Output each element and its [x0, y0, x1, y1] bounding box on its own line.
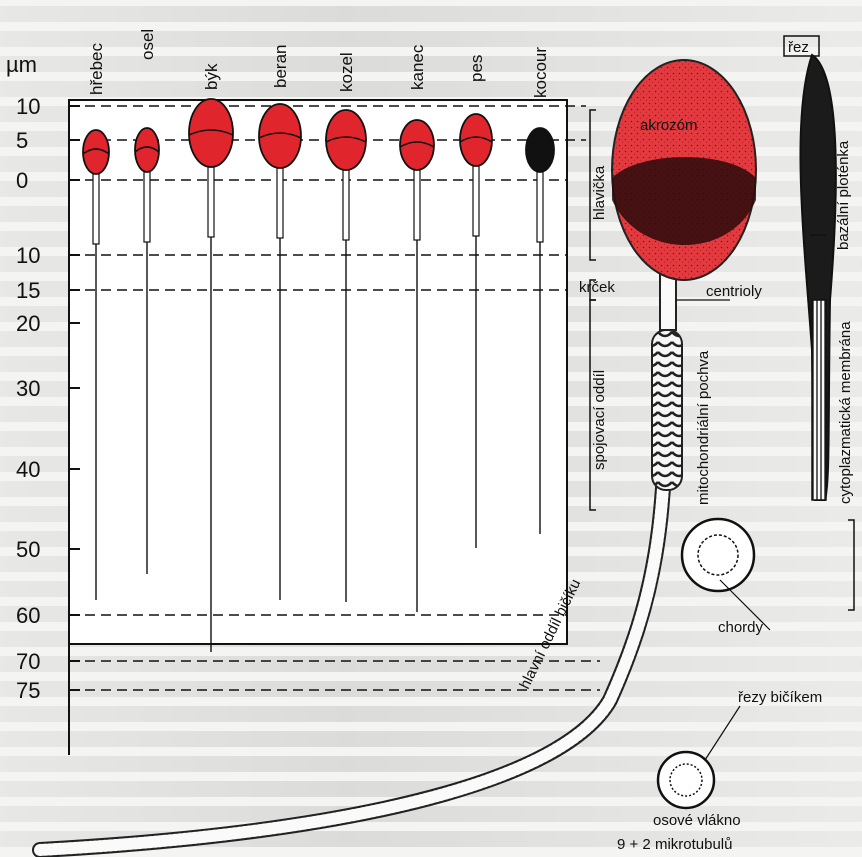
species-label: osel: [138, 29, 157, 60]
sperm-midpiece: [537, 172, 543, 242]
label-krcek: krček: [579, 279, 615, 296]
axis-tick-label: 40: [16, 457, 40, 482]
axis-tick-label: 50: [16, 537, 40, 562]
sperm-midpiece: [93, 174, 99, 244]
label-hlavicka: hlavička: [591, 165, 608, 220]
sperm-midpiece: [473, 166, 479, 236]
section-midpiece: [812, 300, 826, 500]
species-label: kocour: [531, 47, 550, 98]
label-mikrotubuly: 9 + 2 mikrotubulů: [617, 836, 732, 853]
axis-tick-label: 60: [16, 603, 40, 628]
label-akrozom: akrozóm: [640, 117, 698, 134]
sperm-midpiece: [144, 172, 150, 242]
species-label: pes: [467, 55, 486, 82]
axis-tick-label: 10: [16, 243, 40, 268]
species-label: býk: [202, 63, 221, 90]
axis-tick-label: 15: [16, 278, 40, 303]
label-bazalni-plotenka: bazální ploténka: [835, 140, 852, 250]
cross-section-midpiece: [682, 519, 754, 591]
axis-tick-label: 20: [16, 311, 40, 336]
cross-section-tail: [658, 752, 714, 808]
label-chordy: chordy: [718, 619, 764, 636]
label-rez: řez: [788, 39, 809, 56]
label-cytoplazmaticka-membrana: cytoplazmatická membrána: [837, 321, 854, 504]
label-mitochondrialni-pochva: mitochondriální pochva: [695, 350, 712, 505]
label-spojovaci-oddil: spojovací oddíl: [591, 370, 608, 470]
label-rezy-bicikem: řezy bičíkem: [738, 689, 822, 706]
axis-tick-label: 5: [16, 128, 28, 153]
axis-tick-label: 75: [16, 678, 40, 703]
species-label: beran: [271, 45, 290, 88]
axis-tick-label: 30: [16, 376, 40, 401]
species-label: hřebec: [87, 43, 106, 95]
label-centrioly: centrioly: [706, 283, 762, 300]
sperm-midpiece: [414, 170, 420, 240]
label-osove-vlakno: osové vlákno: [653, 812, 741, 829]
mitochondrial-sheath: [652, 330, 682, 490]
axis-tick-label: 10: [16, 94, 40, 119]
sperm-midpiece: [208, 167, 214, 237]
axis-unit-label: µm: [6, 52, 37, 77]
axis-tick-label: 0: [16, 168, 28, 193]
axis-tick-label: 70: [16, 649, 40, 674]
species-label: kanec: [408, 44, 427, 90]
sperm-midpiece: [343, 170, 349, 240]
sperm-midpiece: [277, 168, 283, 238]
species-label: kozel: [337, 52, 356, 92]
